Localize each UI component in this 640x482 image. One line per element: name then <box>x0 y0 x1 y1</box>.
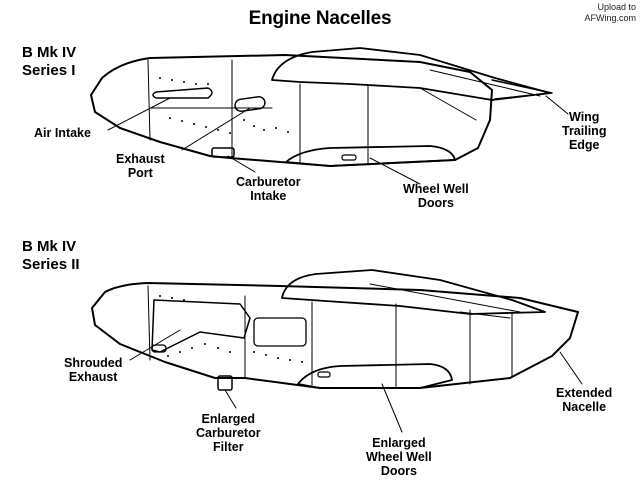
label-air-intake: Air Intake <box>34 126 91 140</box>
label-carburetor-intake: Carburetor Intake <box>236 175 301 203</box>
label-wheel-well-doors-line-2: Doors <box>417 196 454 210</box>
series2-exhaust-shroud <box>151 299 251 353</box>
label-enlarged-wheel-well-doors: Enlarged Wheel Well Doors <box>366 436 432 478</box>
series1-rivets <box>159 77 289 134</box>
series2-access-panel <box>253 317 307 347</box>
series1-panel-line <box>147 59 151 141</box>
series2-leader-shrouded-exhaust <box>129 329 181 361</box>
label-wing-trailing-edge-line-2: Trailing <box>562 124 607 138</box>
series2-leader-wheel-well <box>381 383 403 433</box>
series1-wing-fairing <box>271 47 551 101</box>
diagram-title: Engine Nacelles <box>248 8 392 29</box>
series1-wing-tip <box>491 79 553 100</box>
label-exhaust-port-line-1: Exhaust <box>116 152 165 166</box>
label-enlarged-carburetor-filter: Enlarged Carburetor Filter <box>196 412 261 454</box>
series2-heading-line-2: Series II <box>22 256 80 273</box>
label-enlarged-carburetor-filter-line-3: Filter <box>213 440 244 454</box>
watermark-line-2: AFWing.com <box>584 13 636 23</box>
label-enlarged-wheel-well-doors-line-2: Wheel Well <box>366 450 432 464</box>
series1-leader-wheel-well <box>369 157 421 185</box>
label-shrouded-exhaust-line-2: Exhaust <box>68 370 118 384</box>
label-exhaust-port-line-2: Port <box>127 166 153 180</box>
series1-wheel-well-doors <box>285 145 456 167</box>
series2-door-handle <box>317 371 331 378</box>
label-extended-nacelle-line-2: Nacelle <box>562 400 607 414</box>
label-carburetor-intake-line-2: Intake <box>250 189 287 203</box>
series2-wing-line-b <box>369 283 521 313</box>
label-wing-trailing-edge-line-3: Edge <box>568 138 600 152</box>
label-enlarged-wheel-well-doors-line-1: Enlarged <box>372 436 426 450</box>
series1-leader-wing <box>545 95 569 115</box>
series1-nacelle <box>90 47 569 185</box>
series1-door-handle <box>341 154 357 161</box>
label-wing-trailing-edge: Wing Trailing Edge <box>562 110 606 152</box>
series1-heading-line-1: B Mk IV <box>22 44 77 61</box>
watermark-line-1: Upload to <box>597 2 636 12</box>
series1-wing-line-a <box>419 87 477 121</box>
series2-nacelle-outline <box>91 282 579 389</box>
series2-rivets <box>159 295 303 363</box>
label-enlarged-carburetor-filter-line-2: Carburetor <box>196 426 261 440</box>
label-carburetor-intake-line-1: Carburetor <box>236 175 301 189</box>
series1-heading: B Mk IV Series I <box>22 44 76 80</box>
label-exhaust-port: Exhaust Port <box>116 152 165 180</box>
label-enlarged-carburetor-filter-line-1: Enlarged <box>201 412 256 426</box>
label-wing-trailing-edge-line-1: Wing <box>569 110 600 124</box>
series2-heading-line-1: B Mk IV <box>22 238 77 255</box>
label-shrouded-exhaust: Shrouded Exhaust <box>64 356 122 384</box>
series1-air-intake <box>152 87 213 99</box>
label-wheel-well-doors: Wheel Well Doors <box>403 182 469 210</box>
series2-wing-line-a <box>459 311 511 319</box>
series1-nacelle-outline <box>90 54 493 167</box>
label-shrouded-exhaust-line-1: Shrouded <box>64 356 123 370</box>
label-extended-nacelle: Extended Nacelle <box>556 386 612 414</box>
series1-leader-air-intake <box>107 97 171 131</box>
series2-nacelle <box>91 269 583 433</box>
watermark: Upload to AFWing.com <box>584 2 636 24</box>
series1-leader-exhaust <box>181 107 251 151</box>
series1-carburetor-intake <box>211 147 235 158</box>
series1-exhaust-port <box>234 95 266 113</box>
series1-leader-carb <box>227 155 256 173</box>
series2-wheel-well-doors <box>297 363 453 389</box>
series1-heading-line-2: Series I <box>22 62 76 79</box>
label-enlarged-wheel-well-doors-line-3: Doors <box>380 464 417 478</box>
series1-wing-line-b <box>429 69 541 97</box>
series2-heading: B Mk IV Series II <box>22 238 80 274</box>
series2-leader-carb-filter <box>224 389 237 409</box>
series2-leader-extended <box>559 351 583 385</box>
label-extended-nacelle-line-1: Extended <box>556 386 613 400</box>
series2-exhaust-outlet <box>151 344 167 353</box>
label-wheel-well-doors-line-1: Wheel Well <box>403 182 469 196</box>
